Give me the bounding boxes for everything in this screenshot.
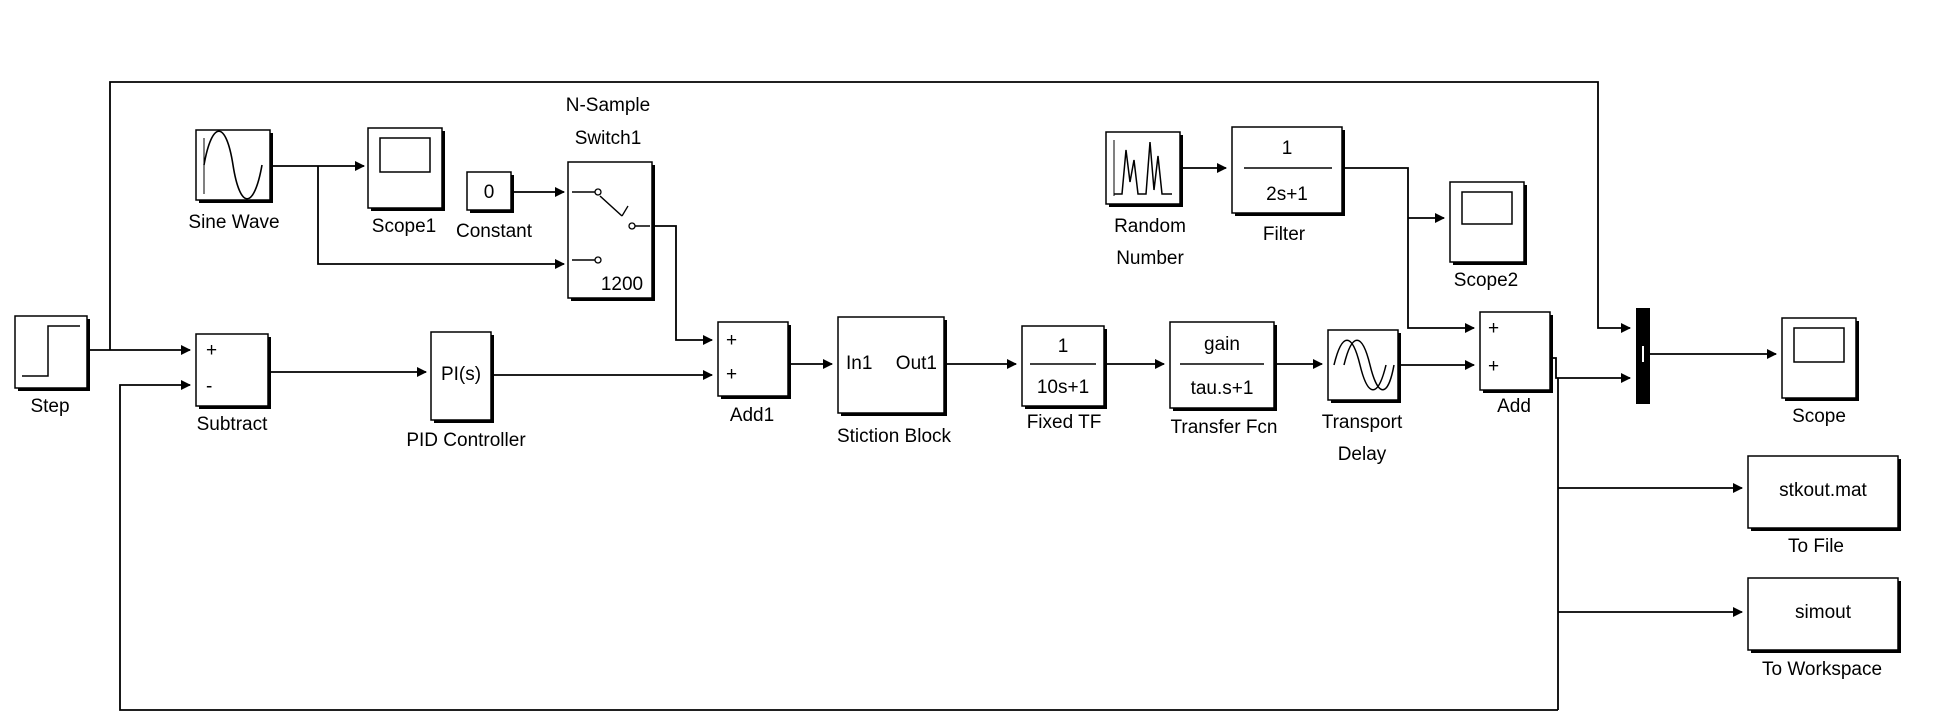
delay-wave-icon xyxy=(1333,339,1395,391)
nsample-switch-label-1: N-Sample xyxy=(566,95,650,116)
scope-screen-icon xyxy=(379,137,431,173)
to-workspace-text: simout xyxy=(1795,602,1852,623)
random-number-block[interactable]: Random Number xyxy=(1105,131,1186,269)
sine-wave-label: Sine Wave xyxy=(188,212,279,233)
random-number-label-1: Random xyxy=(1114,216,1186,237)
add-port-1: + xyxy=(1488,318,1499,339)
wire-filter-add xyxy=(1340,167,1475,333)
subtract-block[interactable]: + - Subtract xyxy=(195,333,271,435)
transport-delay-label-2: Delay xyxy=(1338,444,1387,465)
wire-sine-switch xyxy=(317,166,565,269)
nsample-switch-label-2: Switch1 xyxy=(575,128,642,149)
scope-screen-icon xyxy=(1793,327,1845,363)
to-file-block[interactable]: stkout.mat To File xyxy=(1747,455,1901,557)
mux-block[interactable] xyxy=(1636,308,1650,404)
stiction-label: Stiction Block xyxy=(837,426,952,447)
transfer-fcn-denominator: tau.s+1 xyxy=(1191,378,1254,399)
step-block[interactable]: Step xyxy=(14,315,90,417)
transfer-fcn-label: Transfer Fcn xyxy=(1171,417,1278,438)
pid-text: PI(s) xyxy=(441,364,481,385)
wire-add-mux xyxy=(1548,357,1631,383)
scope-label: Scope xyxy=(1792,406,1846,427)
stiction-block[interactable]: In1 Out1 Stiction Block xyxy=(837,316,952,447)
pid-controller-block[interactable]: PI(s) PID Controller xyxy=(406,331,526,451)
wire-switch-add1 xyxy=(652,225,713,345)
scope1-block[interactable]: Scope1 xyxy=(367,127,445,237)
pid-label: PID Controller xyxy=(406,430,526,451)
transport-delay-block[interactable]: Transport Delay xyxy=(1322,329,1403,465)
add-block[interactable]: + + Add xyxy=(1479,311,1553,417)
to-workspace-label: To Workspace xyxy=(1762,659,1882,680)
add1-port-2: + xyxy=(726,364,737,385)
random-number-label-2: Number xyxy=(1116,248,1184,269)
add1-block[interactable]: + + Add1 xyxy=(717,321,791,426)
add1-label: Add1 xyxy=(730,405,774,426)
fixed-tf-label: Fixed TF xyxy=(1027,412,1102,433)
signal-lines xyxy=(88,81,1777,711)
scope2-label: Scope2 xyxy=(1454,270,1518,291)
constant-label: Constant xyxy=(456,221,533,242)
scope-screen-icon xyxy=(1461,191,1513,225)
scope2-block[interactable]: Scope2 xyxy=(1449,181,1527,291)
random-signal-icon xyxy=(1114,141,1172,195)
scope-block[interactable]: Scope xyxy=(1781,317,1859,427)
filter-numerator: 1 xyxy=(1282,138,1293,159)
fixed-tf-block[interactable]: 1 10s+1 Fixed TF xyxy=(1021,325,1107,433)
switch-icon xyxy=(572,188,650,264)
subtract-port-plus: + xyxy=(206,340,217,361)
sine-icon xyxy=(203,130,263,200)
constant-block[interactable]: 0 Constant xyxy=(456,171,533,242)
filter-block[interactable]: 1 2s+1 Filter xyxy=(1231,126,1345,245)
sine-wave-block[interactable]: Sine Wave xyxy=(188,129,280,233)
nsample-switch-block[interactable]: N-Sample Switch1 1200 xyxy=(566,95,655,301)
step-label: Step xyxy=(30,396,69,417)
subtract-label: Subtract xyxy=(197,414,268,435)
filter-label: Filter xyxy=(1263,224,1306,245)
scope1-label: Scope1 xyxy=(372,216,436,237)
fixed-tf-denominator: 10s+1 xyxy=(1037,377,1089,398)
stiction-in-port: In1 xyxy=(846,353,872,374)
transfer-fcn-numerator: gain xyxy=(1204,334,1240,355)
filter-denominator: 2s+1 xyxy=(1266,184,1308,205)
wire-feedback xyxy=(119,380,1558,711)
subtract-port-minus: - xyxy=(206,376,212,397)
add1-port-1: + xyxy=(726,330,737,351)
fixed-tf-numerator: 1 xyxy=(1058,336,1069,357)
wire-step-mux xyxy=(109,81,1631,350)
constant-value: 0 xyxy=(484,182,495,203)
transfer-fcn-block[interactable]: gain tau.s+1 Transfer Fcn xyxy=(1169,321,1278,438)
nsample-switch-param: 1200 xyxy=(601,274,643,295)
to-file-text: stkout.mat xyxy=(1779,480,1867,501)
to-file-label: To File xyxy=(1788,536,1844,557)
add-port-2: + xyxy=(1488,356,1499,377)
transport-delay-label-1: Transport xyxy=(1322,412,1403,433)
stiction-out-port: Out1 xyxy=(896,353,937,374)
add-label: Add xyxy=(1497,396,1531,417)
to-workspace-block[interactable]: simout To Workspace xyxy=(1747,577,1901,680)
